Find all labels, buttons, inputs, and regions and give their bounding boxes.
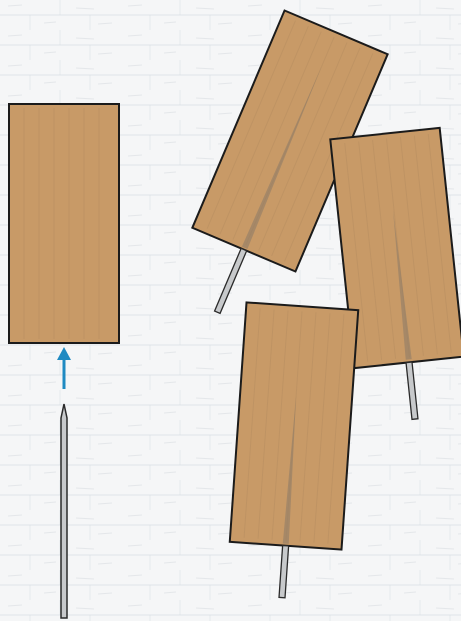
skewer-below-panel [61, 404, 67, 618]
cardboard-panel-unpierced [9, 104, 119, 343]
